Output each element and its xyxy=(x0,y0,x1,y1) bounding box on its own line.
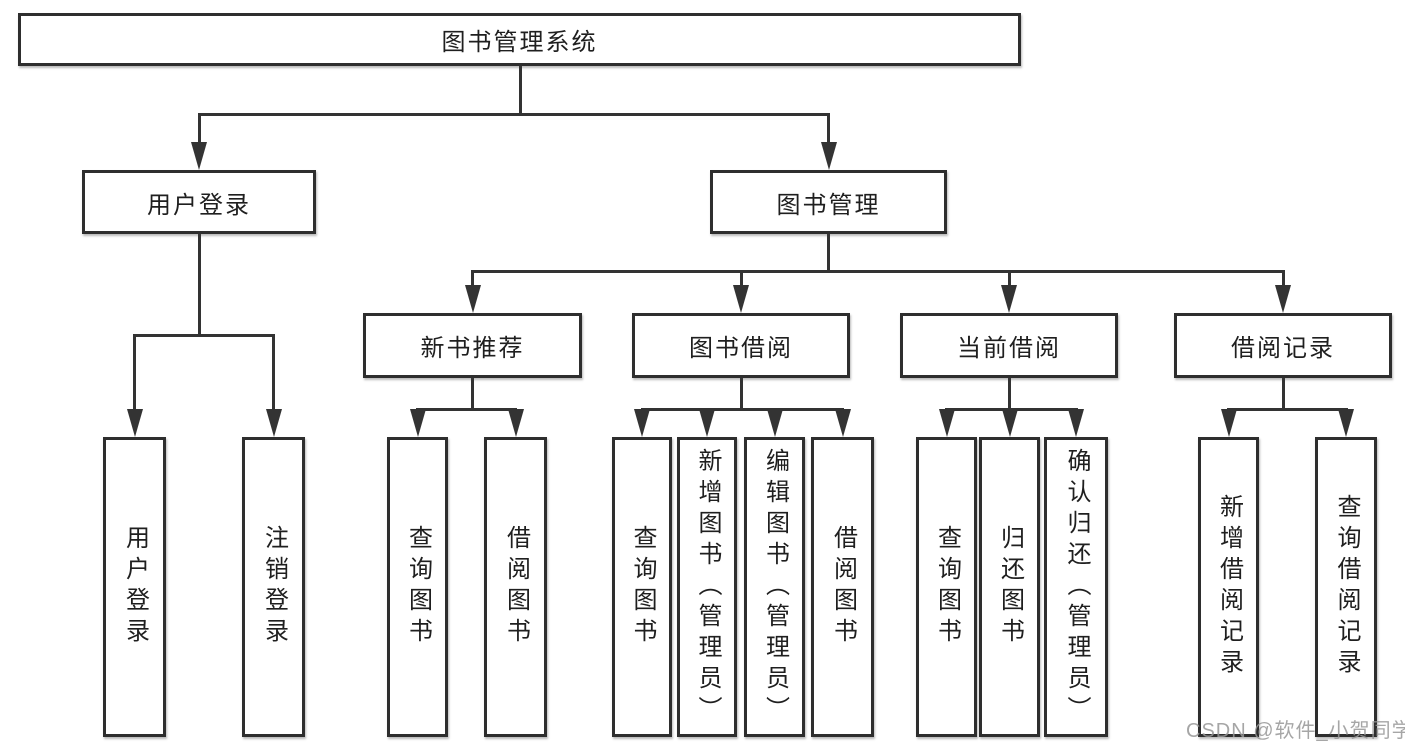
node-leaf-add-book-admin: 新增图书（管理员） xyxy=(677,437,737,737)
node-user-login: 用户登录 xyxy=(82,170,316,234)
arrow-down-icon xyxy=(126,409,143,437)
arrow-down-icon xyxy=(507,409,524,437)
arrow-down-icon xyxy=(1001,409,1018,437)
node-borrow-records: 借阅记录 xyxy=(1174,313,1392,378)
node-current-borrow: 当前借阅 xyxy=(900,313,1118,378)
node-label: 确认归还（管理员） xyxy=(1063,447,1090,727)
arrow-down-icon xyxy=(938,409,955,437)
arrow-down-icon xyxy=(766,409,783,437)
node-new-book-recommend: 新书推荐 xyxy=(363,313,582,378)
node-book-management: 图书管理 xyxy=(710,170,947,234)
node-label: 用户登录 xyxy=(121,525,149,649)
node-label: 图书管理 xyxy=(776,191,881,219)
connector-hline xyxy=(640,408,844,411)
connector-vline xyxy=(827,234,830,273)
arrow-down-icon xyxy=(699,409,715,437)
arrow-down-icon xyxy=(265,409,282,437)
connector-vline xyxy=(197,116,201,146)
node-label: 用户登录 xyxy=(147,191,251,219)
node-label: 查询图书 xyxy=(933,525,961,649)
arrow-down-icon xyxy=(1338,409,1354,437)
node-book-borrow: 图书借阅 xyxy=(632,313,850,378)
connector-vline xyxy=(518,66,522,116)
arrow-down-icon xyxy=(191,142,207,170)
arrow-down-icon xyxy=(409,409,426,437)
connector-vline xyxy=(1281,273,1285,289)
connector-vline xyxy=(739,378,743,411)
node-label: 借阅图书 xyxy=(829,525,857,649)
connector-hline xyxy=(197,113,830,116)
node-leaf-confirm-return-admin: 确认归还（管理员） xyxy=(1044,437,1108,737)
node-label: 图书借阅 xyxy=(689,335,793,362)
connector-hline xyxy=(133,334,275,337)
arrow-down-icon xyxy=(820,142,837,170)
node-leaf-edit-book-admin: 编辑图书（管理员） xyxy=(744,437,805,737)
arrow-down-icon xyxy=(1220,409,1237,437)
node-label: 当前借阅 xyxy=(957,335,1061,362)
node-label: 编辑图书（管理员） xyxy=(761,447,789,727)
node-leaf-borrow-books-2: 借阅图书 xyxy=(811,437,874,737)
connector-vline xyxy=(471,273,474,289)
node-leaf-add-borrow-record: 新增借阅记录 xyxy=(1198,437,1259,737)
arrow-down-icon xyxy=(834,409,851,437)
arrow-down-icon xyxy=(1001,285,1017,313)
node-leaf-query-books-2: 查询图书 xyxy=(612,437,672,737)
connector-hline xyxy=(416,408,517,411)
node-leaf-user-login: 用户登录 xyxy=(103,437,166,737)
node-label: 查询图书 xyxy=(404,525,432,649)
connector-vline xyxy=(739,273,743,289)
node-label: 查询图书 xyxy=(629,525,656,649)
node-leaf-return-book: 归还图书 xyxy=(979,437,1040,737)
connector-hline xyxy=(1227,408,1348,411)
node-label: 借阅记录 xyxy=(1231,335,1335,362)
csdn-watermark: CSDN @软件_小贺同学 xyxy=(1186,720,1405,742)
node-label: 查询借阅记录 xyxy=(1333,494,1360,680)
node-leaf-query-books-1: 查询图书 xyxy=(387,437,448,737)
node-label: 新书推荐 xyxy=(420,335,525,362)
node-label: 借阅图书 xyxy=(502,525,530,649)
node-root: 图书管理系统 xyxy=(18,13,1021,66)
arrow-down-icon xyxy=(1068,409,1084,437)
arrow-down-icon xyxy=(464,285,481,313)
node-label: 新增借阅记录 xyxy=(1215,494,1243,680)
connector-vline xyxy=(133,337,136,413)
connector-vline xyxy=(471,378,474,411)
connector-vline xyxy=(1007,273,1011,289)
node-label: 新增图书（管理员） xyxy=(694,447,721,727)
node-label: 归还图书 xyxy=(996,525,1024,649)
node-leaf-query-books-3: 查询图书 xyxy=(916,437,977,737)
node-leaf-borrow-books-1: 借阅图书 xyxy=(484,437,547,737)
connector-vline xyxy=(1281,378,1285,411)
node-root-label: 图书管理系统 xyxy=(441,29,598,56)
connector-hline xyxy=(471,270,1285,273)
connector-vline xyxy=(197,234,201,337)
node-leaf-logout: 注销登录 xyxy=(242,437,305,737)
arrow-down-icon xyxy=(733,285,749,313)
connector-vline xyxy=(827,116,830,146)
arrow-down-icon xyxy=(634,409,650,437)
node-leaf-query-borrow-record: 查询借阅记录 xyxy=(1315,437,1377,737)
node-label: 注销登录 xyxy=(260,525,288,649)
arrow-down-icon xyxy=(1275,285,1291,313)
connector-vline xyxy=(272,337,275,413)
connector-vline xyxy=(1007,378,1011,411)
